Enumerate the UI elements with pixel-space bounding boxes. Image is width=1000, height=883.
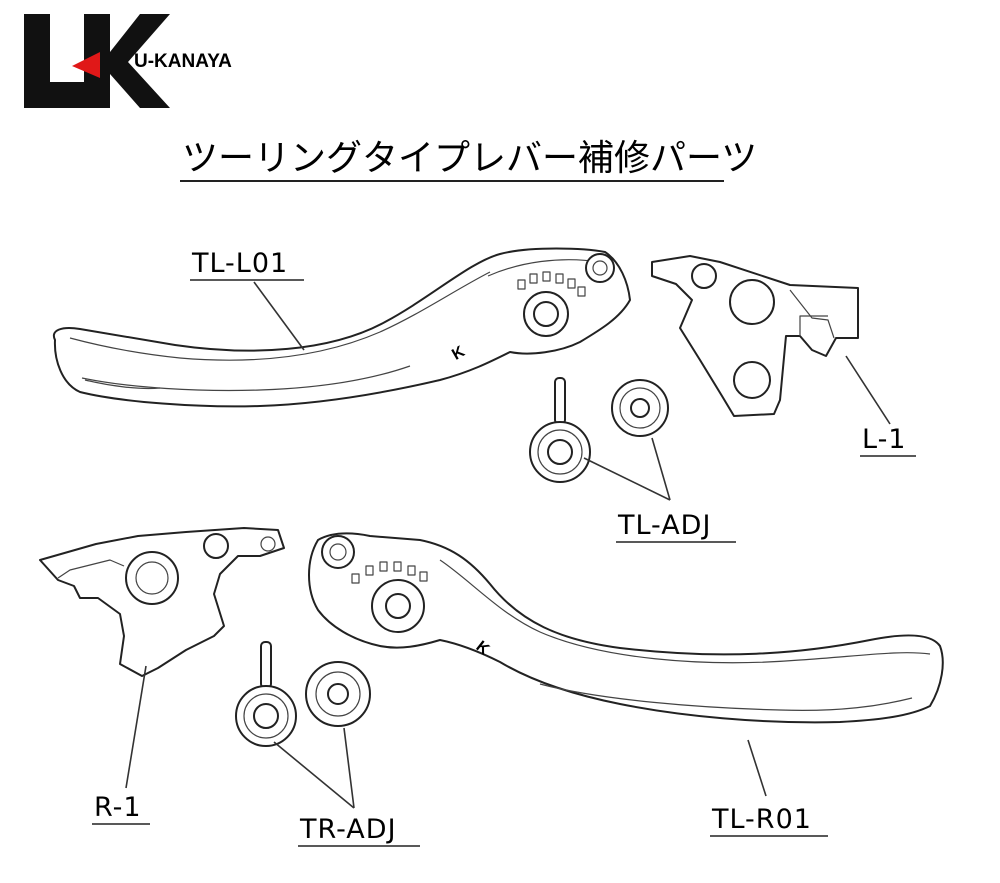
part-label-tr-adj: TR-ADJ [299, 814, 397, 845]
leader-r-1 [125, 665, 147, 789]
leader-l-1 [845, 355, 891, 425]
lever-tl-r01: K [308, 532, 944, 724]
part-label-tl-l01: TL-L01 [191, 248, 288, 279]
part-tr-adj [235, 641, 371, 747]
leader-tr-adj-b [343, 727, 355, 809]
label-l-1: L-1 [860, 424, 916, 457]
logo-k-shape [84, 14, 170, 108]
part-l-1 [651, 255, 859, 417]
label-tl-adj: TL-ADJ [616, 510, 736, 543]
logo-red-accent [72, 52, 100, 78]
brand-logo: U-KANAYA [24, 14, 232, 108]
brand-name: U-KANAYA [134, 51, 232, 72]
leader-tl-l01 [253, 281, 305, 351]
leader-tl-r01 [747, 739, 767, 797]
part-label-l-1: L-1 [862, 424, 907, 455]
leader-tr-adj-a [273, 741, 355, 809]
part-r-1 [39, 527, 285, 677]
logo-u-shape [24, 14, 84, 108]
label-tl-r01: TL-R01 [710, 804, 828, 837]
label-tl-l01: TL-L01 [190, 248, 304, 281]
part-label-tl-r01: TL-R01 [711, 804, 812, 835]
label-tr-adj: TR-ADJ [298, 814, 420, 847]
label-r-1: R-1 [92, 792, 150, 825]
part-tl-adj [529, 377, 669, 483]
leader-tl-adj-a [583, 457, 671, 501]
leader-tl-adj-b [651, 437, 671, 501]
page-title: ツーリングタイプレバー補修パーツ [182, 138, 757, 179]
part-label-tl-adj: TL-ADJ [617, 510, 711, 541]
lever-tl-l01: K [52, 247, 631, 408]
part-label-r-1: R-1 [94, 792, 142, 823]
